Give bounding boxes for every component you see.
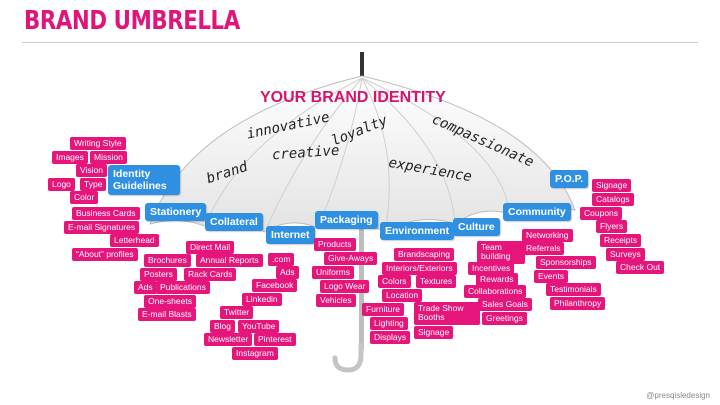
tag: Rack Cards: [184, 268, 237, 282]
tag: Rewards: [476, 273, 518, 287]
tag: Colors: [378, 275, 411, 289]
tag: Location: [382, 289, 423, 303]
tag: Check Out: [616, 261, 665, 275]
tag: Posters: [140, 268, 177, 282]
tag: Ads: [134, 281, 157, 295]
tag: Brochures: [144, 254, 191, 268]
tag: “About” profiles: [72, 248, 138, 262]
category-stationery: Stationery: [145, 203, 207, 222]
tag: Pinterest: [254, 333, 296, 347]
category-internet: Internet: [266, 226, 315, 245]
tag: One-sheets: [144, 295, 196, 309]
tag: Coupons: [580, 207, 623, 221]
tag: YouTube: [238, 320, 280, 334]
umbrella-subtitle: YOUR BRAND IDENTITY: [260, 89, 446, 106]
tag: Referrals: [522, 242, 565, 256]
tag: Networking: [522, 229, 573, 243]
tag: Sponsorships: [536, 256, 596, 270]
tag: Products: [314, 238, 356, 252]
tag: Facebook: [252, 279, 298, 293]
tag: Images: [52, 151, 88, 165]
tag: Brandscaping: [394, 248, 454, 262]
tag: Furniture: [362, 303, 405, 317]
tag: Uniforms: [312, 266, 355, 280]
tag: Annual Reports: [196, 254, 263, 268]
tag: Greetings: [482, 312, 527, 326]
tag: Philanthropy: [550, 297, 606, 311]
tag: Receipts: [600, 234, 642, 248]
category-packaging: Packaging: [315, 211, 378, 230]
tag: Signage: [414, 326, 454, 340]
tag: Newsletter: [204, 333, 253, 347]
tag: Lighting: [370, 317, 408, 331]
tag: Writing Style: [70, 137, 126, 151]
tag: Trade Show Booths: [414, 302, 480, 325]
tag: Logo Wear: [320, 280, 370, 294]
tag: Sales Goals: [478, 298, 532, 312]
tag: Twitter: [220, 306, 254, 320]
tag: Vehicles: [316, 294, 356, 308]
tag: Flyers: [596, 220, 628, 234]
tag: Business Cards: [72, 207, 140, 221]
tag: Displays: [370, 331, 411, 345]
page-title: BRAND UMBRELLA: [24, 6, 240, 36]
tag: Events: [534, 270, 568, 284]
tag: Testimonials: [546, 283, 601, 297]
category-identity-guidelines: Identity Guidelines: [108, 165, 180, 196]
tag: Incentives: [468, 262, 515, 276]
tag: Type: [80, 178, 107, 192]
tag: Linkedin: [242, 293, 282, 307]
category-community: Community: [503, 203, 571, 222]
tag: Team building: [477, 241, 525, 264]
tag: .com: [268, 253, 295, 267]
tag: Instagram: [232, 347, 278, 361]
tag: Surveys: [606, 248, 645, 262]
title-divider: [22, 42, 698, 43]
tag: Ads: [276, 266, 299, 280]
category-environment: Environment: [380, 222, 455, 241]
tag: Color: [70, 191, 99, 205]
category-culture: Culture: [453, 218, 500, 237]
category-collateral: Collateral: [205, 213, 263, 232]
category-pop: P.O.P.: [550, 170, 589, 189]
tag: E-mail Signatures: [64, 221, 140, 235]
tag: Textures: [416, 275, 457, 289]
tag: Blog: [210, 320, 236, 334]
tag: Signage: [592, 179, 632, 193]
tag: Give-Aways: [324, 252, 378, 266]
tag: Logo: [48, 178, 75, 192]
tag: Catalogs: [592, 193, 634, 207]
tag: Letterhead: [110, 234, 159, 248]
tag: Vision: [76, 164, 107, 178]
tag: Mission: [90, 151, 127, 165]
footer-credit: @presqisledesign: [646, 391, 710, 400]
tag: Direct Mail: [186, 241, 235, 255]
tag: E-mail Blasts: [138, 308, 196, 322]
tag: Interiors/Exteriors: [382, 262, 457, 276]
tag: Publications: [156, 281, 210, 295]
tag: Collaborations: [464, 285, 527, 299]
